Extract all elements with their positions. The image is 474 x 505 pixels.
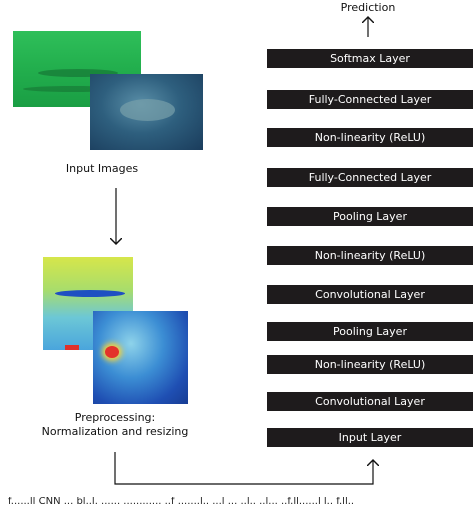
fish-body-shape	[120, 99, 175, 121]
normalization-label: Normalization and resizing	[41, 425, 189, 438]
layer-convolutional-2: Convolutional Layer	[267, 285, 473, 304]
layer-pooling-2: Pooling Layer	[267, 207, 473, 226]
fish-silhouette-shape-2	[23, 86, 123, 92]
layer-pooling-1: Pooling Layer	[267, 322, 473, 341]
layer-relu-1: Non-linearity (ReLU)	[267, 355, 473, 374]
input-image-underwater	[90, 74, 203, 150]
layer-relu-2: Non-linearity (ReLU)	[267, 246, 473, 265]
input-images-label: Input Images	[65, 162, 139, 175]
preprocess-to-input-layer-arrow	[114, 452, 373, 485]
prediction-label: Prediction	[340, 1, 396, 14]
fish-silhouette-shape	[38, 69, 118, 77]
preprocessing-label: Preprocessing:	[74, 411, 156, 424]
preprocessed-image-heatmap-2	[93, 311, 188, 404]
heatmap-hotspot	[65, 345, 79, 350]
heatmap-hotspot-red	[105, 346, 119, 358]
heatmap-band	[55, 290, 125, 297]
figure-caption: f......ll CNN ... bl..l. ...... ........…	[8, 497, 355, 505]
layer-softmax: Softmax Layer	[267, 49, 473, 68]
layer-input: Input Layer	[267, 428, 473, 447]
layer-convolutional-1: Convolutional Layer	[267, 392, 473, 411]
layer-relu-3: Non-linearity (ReLU)	[267, 128, 473, 147]
layer-fully-connected-1: Fully-Connected Layer	[267, 168, 473, 187]
layer-fully-connected-2: Fully-Connected Layer	[267, 90, 473, 109]
